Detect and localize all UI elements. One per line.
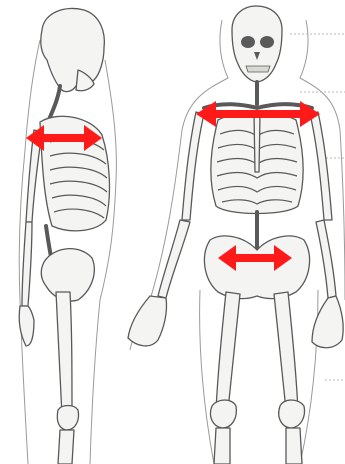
side-forearm: [22, 222, 32, 306]
front-right-hand: [312, 296, 343, 348]
front-left-hand: [128, 296, 167, 346]
front-view-skeleton: [128, 6, 345, 464]
front-left-forearm: [158, 220, 190, 298]
front-left-knee: [210, 400, 236, 428]
front-eye-socket-left: [241, 36, 255, 48]
front-left-tibia: [214, 428, 230, 464]
side-knee: [57, 406, 78, 431]
front-eye-socket-right: [260, 36, 274, 48]
front-right-humerus: [310, 112, 332, 220]
side-ribcage: [40, 116, 109, 231]
front-left-femur: [216, 292, 240, 410]
side-skull: [41, 8, 105, 91]
front-right-knee: [279, 400, 305, 428]
front-left-humerus: [182, 112, 204, 220]
front-right-forearm: [316, 220, 336, 298]
front-teeth: [246, 66, 270, 72]
front-right-femur: [274, 292, 298, 410]
side-femur: [56, 292, 72, 416]
front-sternum: [254, 114, 260, 172]
side-tibia: [58, 430, 74, 464]
side-view-skeleton: [19, 8, 116, 464]
front-right-tibia: [286, 428, 302, 464]
